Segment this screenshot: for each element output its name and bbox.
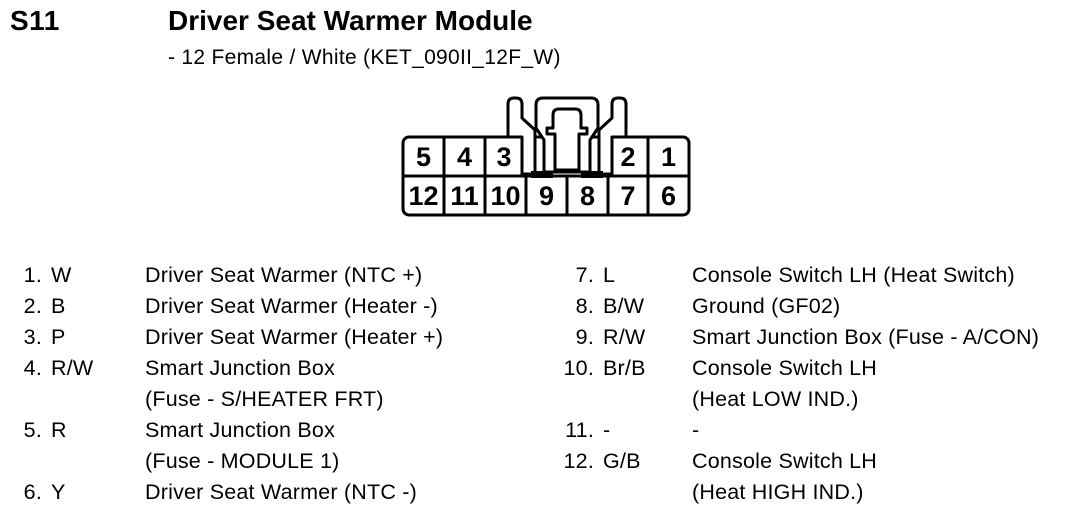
pin-list-left: 1. W Driver Seat Warmer (NTC +) 2. B Dri… [10,260,443,508]
wire-color-code: W [51,263,72,287]
wire-color-code: R [51,418,67,442]
pin-description: Smart Junction Box (Fuse - MODULE 1) [145,418,340,473]
pin-row-9: 9. R/W Smart Junction Box (Fuse - A/CON) [553,322,1039,353]
pin-cavity-7: 7 [620,181,635,211]
connector-spec: - 12 Female / White (KET_090II_12F_W) [168,46,561,69]
latch-feet [531,171,603,178]
pin-number: 4. [23,356,42,380]
pin-row-10: 10. Br/B Console Switch LH (Heat LOW IND… [553,353,1039,415]
pin-number: 1. [23,263,42,287]
pin-number: 8. [575,294,594,318]
pin-cavity-5: 5 [416,142,431,172]
pin-number: 10. [563,356,594,380]
pin-number: 9. [575,325,594,349]
pin-cavity-12: 12 [408,181,438,211]
pin-description: Console Switch LH (Heat LOW IND.) [692,356,878,411]
pin-cavity-1: 1 [661,142,676,172]
pin-description: Smart Junction Box (Fuse - A/CON) [692,325,1040,349]
latch-left-prong [506,96,537,176]
wire-color-code: R/W [603,325,646,349]
wire-color-code: R/W [51,356,94,380]
pin-description: Driver Seat Warmer (Heater -) [145,294,438,318]
pin-cavity-9: 9 [539,181,554,211]
pin-row-2: 2. B Driver Seat Warmer (Heater -) [10,291,443,322]
latch-right-prong [597,96,628,176]
pin-row-12: 12. G/B Console Switch LH (Heat HIGH IND… [553,446,1039,508]
pin-number: 5. [23,418,42,442]
wire-color-code: B/W [603,294,645,318]
connector-diagram: 5 4 3 2 1 12 11 10 9 8 7 6 [401,96,691,217]
pin-row-5: 5. R Smart Junction Box (Fuse - MODULE 1… [10,415,443,477]
pin-description: Driver Seat Warmer (NTC +) [145,263,423,287]
wire-color-code: B [51,294,66,318]
pin-description: Console Switch LH (Heat Switch) [692,263,1015,287]
pin-number: 11. [565,418,594,442]
pin-description: Driver Seat Warmer (NTC -) [145,480,417,504]
pin-description: Driver Seat Warmer (Heater +) [145,325,444,349]
pin-row-1: 1. W Driver Seat Warmer (NTC +) [10,260,443,291]
latch-inner-tab [545,107,589,172]
pin-number: 2. [23,294,42,318]
page-title: Driver Seat Warmer Module [168,5,533,36]
pin-cavity-3: 3 [496,142,511,172]
connector-id: S11 [10,5,60,36]
wire-color-code: L [603,263,616,287]
pin-description: Console Switch LH (Heat HIGH IND.) [692,449,878,504]
pin-list-right: 7. L Console Switch LH (Heat Switch) 8. … [553,260,1039,508]
pin-cavity-6: 6 [661,181,676,211]
pin-number: 3. [23,325,42,349]
pin-number: 12. [563,449,594,473]
wire-color-code: P [51,325,66,349]
pin-cavity-4: 4 [457,142,472,172]
wire-color-code: Y [51,480,66,504]
wire-color-code: Br/B [603,356,646,380]
pin-description: Ground (GF02) [692,294,841,318]
pin-cavity-10: 10 [490,181,520,211]
pin-row-4: 4. R/W Smart Junction Box (Fuse - S/HEAT… [10,353,443,415]
pin-number: 7. [575,263,594,287]
pin-number: 6. [23,480,42,504]
pin-row-7: 7. L Console Switch LH (Heat Switch) [553,260,1039,291]
pin-row-6: 6. Y Driver Seat Warmer (NTC -) [10,477,443,508]
pin-row-11: 11. - - [553,415,1039,446]
pin-cavity-11: 11 [450,181,479,211]
wire-color-code: G/B [603,449,641,473]
pin-cavity-8: 8 [580,181,595,211]
pin-row-3: 3. P Driver Seat Warmer (Heater +) [10,322,443,353]
pin-row-8: 8. B/W Ground (GF02) [553,291,1039,322]
pin-cavity-2: 2 [620,142,635,172]
pin-description: - [692,418,700,442]
pin-description: Smart Junction Box (Fuse - S/HEATER FRT) [145,356,384,411]
wire-color-code: - [603,418,611,442]
